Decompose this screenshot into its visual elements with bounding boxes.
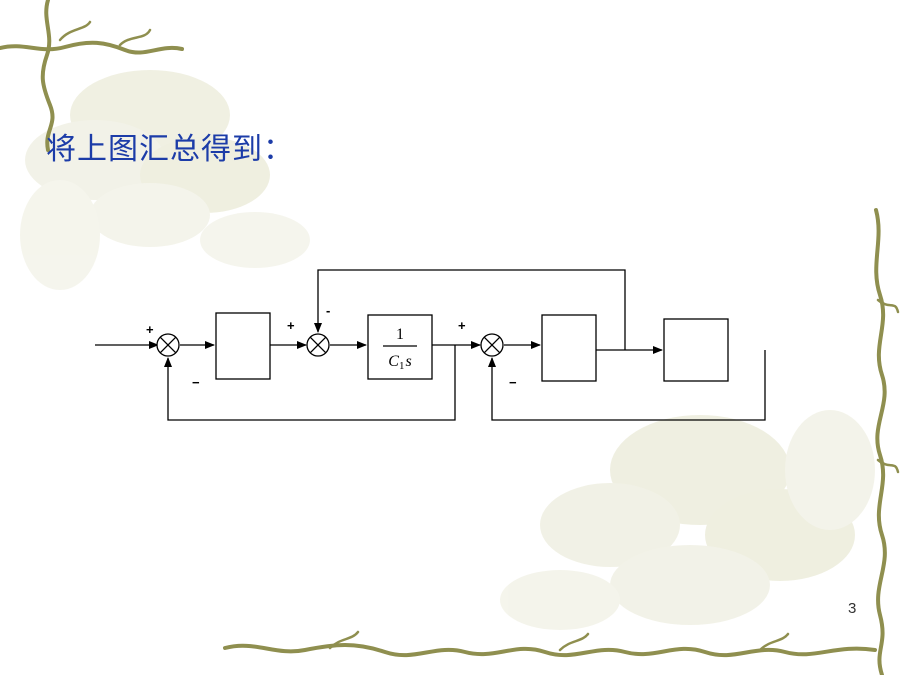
tf-denominator-var: s — [405, 353, 411, 370]
block-4 — [541, 314, 597, 382]
vine-border-top-left — [0, 0, 184, 152]
flower-wash-bottom-right — [500, 410, 875, 630]
summing-junction-3 — [480, 333, 504, 357]
sum3-plus-sign: + — [458, 318, 466, 333]
block-5 — [663, 318, 729, 382]
sum2-plus-sign: + — [287, 318, 295, 333]
vine-border-bottom — [223, 630, 877, 658]
block-1 — [215, 312, 271, 380]
slide-title: 将上图汇总得到： — [46, 132, 294, 167]
feedback-outer-top — [314, 269, 626, 350]
tf-denominator: C1s — [388, 353, 411, 372]
tf-numerator: 1 — [396, 326, 404, 343]
sum1-plus-sign: + — [146, 322, 154, 337]
sum2-minus-sign: - — [326, 303, 330, 318]
feedback-loop-2 — [488, 350, 766, 421]
block-3-integrator — [367, 314, 433, 380]
summing-junction-1 — [156, 333, 180, 357]
sum1-minus-sign: − — [192, 375, 200, 390]
vine-border-right — [874, 208, 900, 675]
tf-denominator-symbol: C — [388, 353, 399, 370]
summing-junction-2 — [306, 333, 330, 357]
flower-wash-top-left — [20, 70, 310, 290]
feedback-loop-1 — [164, 345, 456, 421]
sum3-minus-sign: − — [509, 375, 517, 390]
tf-denominator-subscript: 1 — [399, 360, 405, 372]
page-number: 3 — [848, 600, 857, 617]
